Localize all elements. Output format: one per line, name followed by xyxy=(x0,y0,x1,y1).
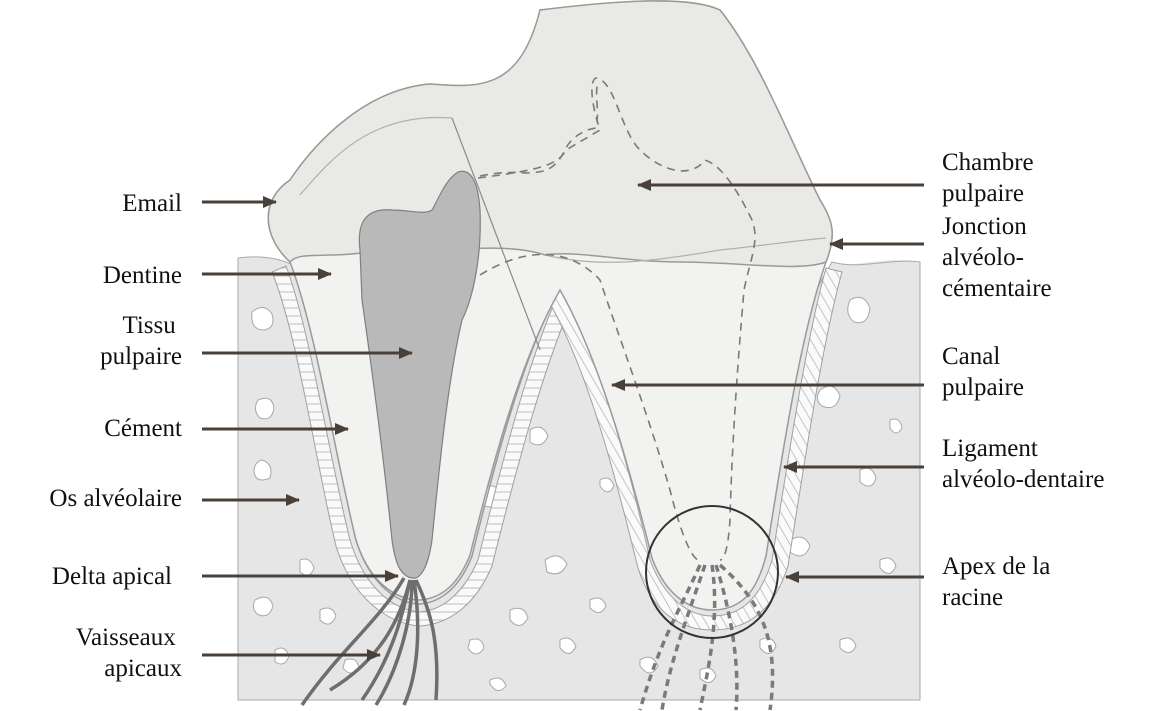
label-jonction: Jonction alvéolo- cémentaire xyxy=(942,213,1052,302)
label-email: Email xyxy=(122,190,182,217)
label-delta-apical: Delta apical xyxy=(52,563,172,590)
label-cement: Cément xyxy=(104,415,182,442)
enamel xyxy=(268,1,832,267)
label-os-alveolaire: Os alvéolaire xyxy=(49,485,182,512)
label-chambre-pulpaire: Chambre pulpaire xyxy=(942,149,1040,207)
label-tissu-pulpaire: Tissu pulpaire xyxy=(100,312,182,370)
label-vaisseaux-apicaux: Vaisseaux apicaux xyxy=(76,624,183,682)
label-apex: Apex de la racine xyxy=(942,553,1057,611)
label-ligament: Ligament alvéolo-dentaire xyxy=(942,435,1104,493)
label-canal-pulpaire: Canal pulpaire xyxy=(942,343,1024,401)
label-dentine: Dentine xyxy=(103,262,182,289)
